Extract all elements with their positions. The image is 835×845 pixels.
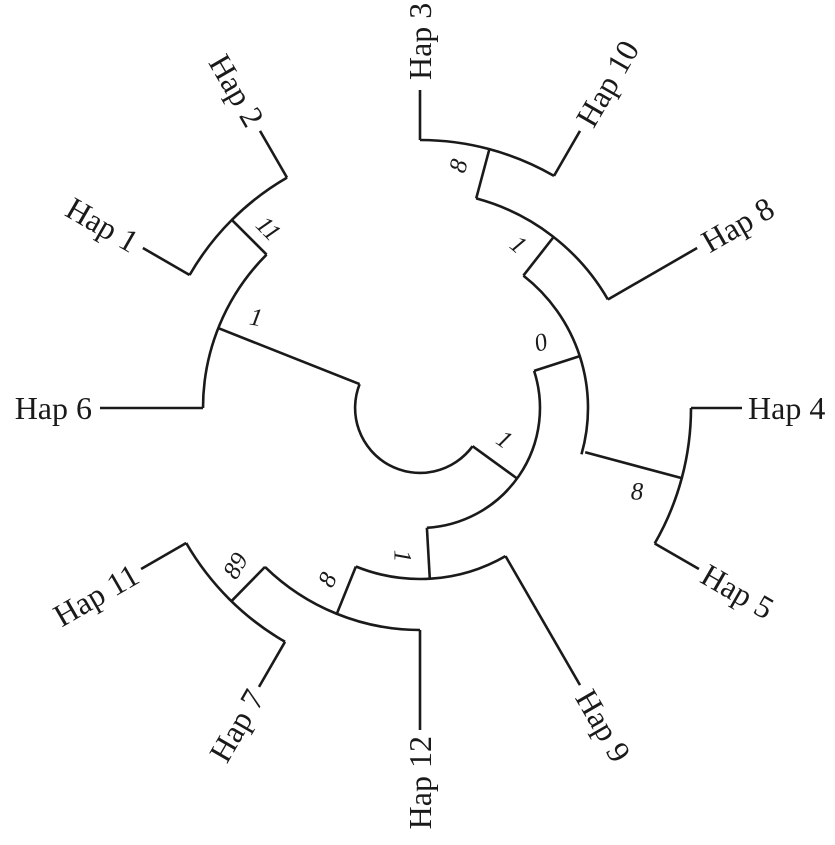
leaf-branch [654, 542, 700, 571]
support-value: 1 [491, 425, 517, 454]
clade-arc [355, 554, 507, 581]
tree-branches [100, 90, 742, 730]
support-value: 1 [505, 231, 532, 260]
support-value: 11 [250, 211, 285, 246]
leaf-branch [607, 246, 698, 301]
leaf-branch [552, 130, 582, 177]
leaf-label-hap-12: Hap 12 [402, 736, 438, 829]
internal-branch [217, 326, 361, 386]
leaf-branch [504, 555, 582, 686]
internal-branch [335, 566, 358, 615]
leaf-branch [142, 246, 191, 277]
clade-arc [264, 565, 421, 632]
internal-branch [230, 565, 266, 603]
leaf-label-hap-2: Hap 2 [202, 48, 272, 133]
internal-branch [522, 236, 555, 277]
internal-branch [533, 354, 581, 373]
leaf-label-hap-1: Hap 1 [60, 190, 145, 260]
support-value: 8 [444, 156, 473, 176]
clade-arc [653, 407, 693, 545]
leaf-label-hap-3: Hap 3 [402, 3, 438, 80]
clade-arc [419, 138, 555, 178]
clade-arc [353, 383, 474, 475]
support-labels: 8 1 0 8 1 1 8 89 11 1 [218, 156, 644, 591]
internal-branch [584, 451, 683, 480]
leaf-label-hap-10: Hap 10 [568, 34, 646, 133]
clade-arc [201, 253, 268, 409]
internal-branch [425, 527, 432, 579]
support-value: 0 [531, 328, 551, 357]
leaf-branch [258, 130, 289, 179]
support-value: 8 [631, 479, 644, 506]
support-value: 8 [313, 568, 343, 591]
support-value: 89 [218, 548, 254, 584]
leaf-label-hap-5: Hap 5 [695, 556, 780, 626]
leaf-label-hap-8: Hap 8 [695, 190, 780, 260]
internal-branch [474, 148, 491, 199]
leaf-label-hap-7: Hap 7 [202, 683, 272, 768]
leaf-label-hap-6: Hap 6 [15, 390, 92, 426]
clade-arc [475, 197, 610, 301]
clade-arc [188, 176, 288, 276]
clade-arc [185, 542, 286, 643]
support-value: 1 [389, 550, 416, 563]
leaf-label-hap-11: Hap 11 [47, 556, 145, 633]
internal-branch [471, 445, 518, 480]
support-value: 1 [248, 304, 265, 333]
leaf-branch [140, 541, 187, 571]
leaf-label-hap-9: Hap 9 [568, 683, 638, 768]
clade-arc [426, 370, 542, 530]
clade-arc [522, 274, 590, 455]
leaf-branch [257, 641, 287, 688]
leaf-label-hap-4: Hap 4 [748, 390, 825, 426]
internal-branch [230, 218, 268, 256]
